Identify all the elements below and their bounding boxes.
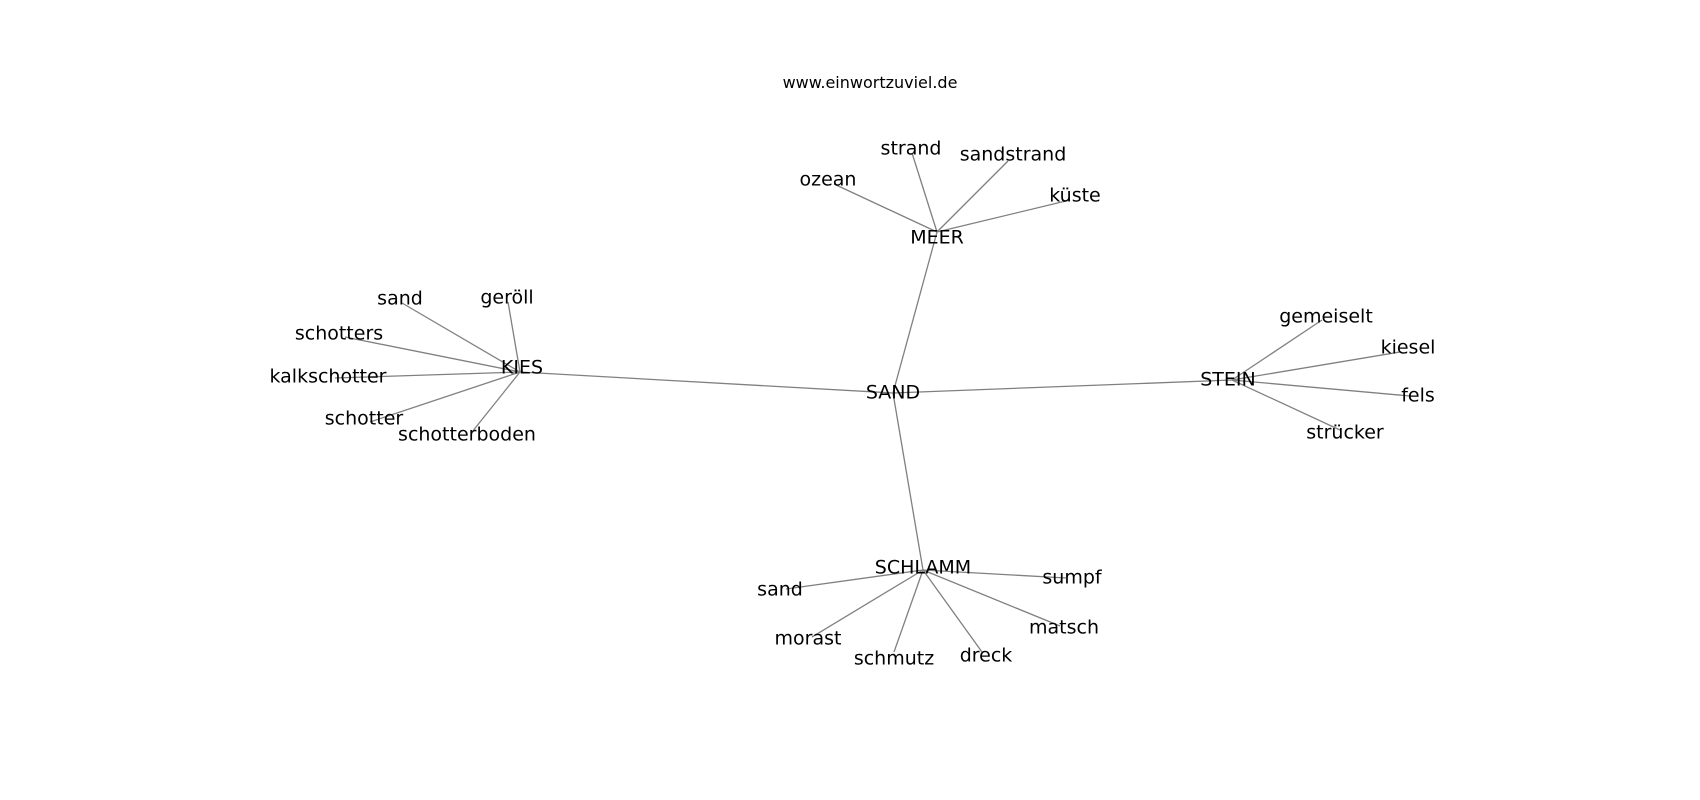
edge-kies-5: [471, 371, 521, 433]
edge-kies-1: [507, 301, 521, 373]
edge-schlamm-5: [922, 569, 1067, 579]
edge-center-meer: [892, 231, 938, 394]
edge-stein-2: [1231, 379, 1411, 397]
node-hub-stein: STEIN: [1200, 369, 1256, 391]
edge-meer-2: [936, 160, 1009, 233]
edge-schlamm-2: [893, 569, 924, 653]
node-leaf-meer-2: sandstrand: [960, 144, 1067, 166]
node-leaf-kies-5: schotterboden: [398, 424, 536, 446]
node-hub-kies: KIES: [501, 357, 543, 379]
edge-schlamm-3: [922, 569, 983, 653]
node-leaf-stein-2: fels: [1401, 385, 1435, 407]
node-hub-schlamm: SCHLAMM: [875, 557, 971, 579]
node-leaf-stein-1: kiesel: [1381, 337, 1436, 359]
edge-schlamm-1: [811, 569, 924, 638]
node-leaf-schlamm-1: morast: [775, 628, 842, 650]
edge-meer-3: [936, 199, 1071, 233]
node-leaf-stein-3: strücker: [1306, 422, 1384, 444]
edge-meer-1: [911, 152, 938, 233]
edge-stein-1: [1231, 351, 1401, 381]
edge-stein-3: [1231, 379, 1341, 431]
node-leaf-meer-0: ozean: [800, 169, 857, 191]
edge-schlamm-0: [785, 569, 924, 590]
node-leaf-kies-4: schotter: [325, 408, 404, 430]
node-leaf-meer-3: küste: [1049, 185, 1101, 207]
node-leaf-meer-1: strand: [881, 138, 942, 160]
node-leaf-schlamm-5: sumpf: [1042, 567, 1103, 589]
node-leaf-schlamm-3: dreck: [960, 645, 1013, 667]
node-leaf-kies-3: kalkschotter: [269, 366, 386, 388]
node-leaf-schlamm-0: sand: [757, 579, 803, 601]
edge-kies-0: [401, 302, 521, 373]
edges: [334, 152, 1411, 653]
node-leaf-schlamm-2: schmutz: [854, 648, 934, 670]
edge-meer-0: [833, 183, 938, 233]
edge-kies-2: [344, 336, 521, 373]
node-center-sand: SAND: [866, 382, 920, 404]
node-leaf-stein-0: gemeiselt: [1279, 306, 1373, 328]
node-leaf-kies-0: sand: [377, 288, 423, 310]
edge-center-stein: [892, 379, 1233, 394]
edge-kies-4: [369, 371, 521, 423]
edge-center-schlamm: [892, 392, 924, 571]
node-leaf-kies-1: geröll: [480, 287, 533, 309]
node-hub-meer: MEER: [910, 227, 964, 249]
node-leaf-kies-2: schotters: [295, 323, 383, 345]
node-leaf-schlamm-4: matsch: [1029, 617, 1099, 639]
edge-kies-3: [334, 371, 521, 379]
edge-schlamm-4: [922, 569, 1061, 627]
edge-stein-0: [1231, 319, 1323, 381]
edge-center-kies: [519, 371, 894, 394]
site-caption: www.einwortzuviel.de: [783, 73, 958, 92]
